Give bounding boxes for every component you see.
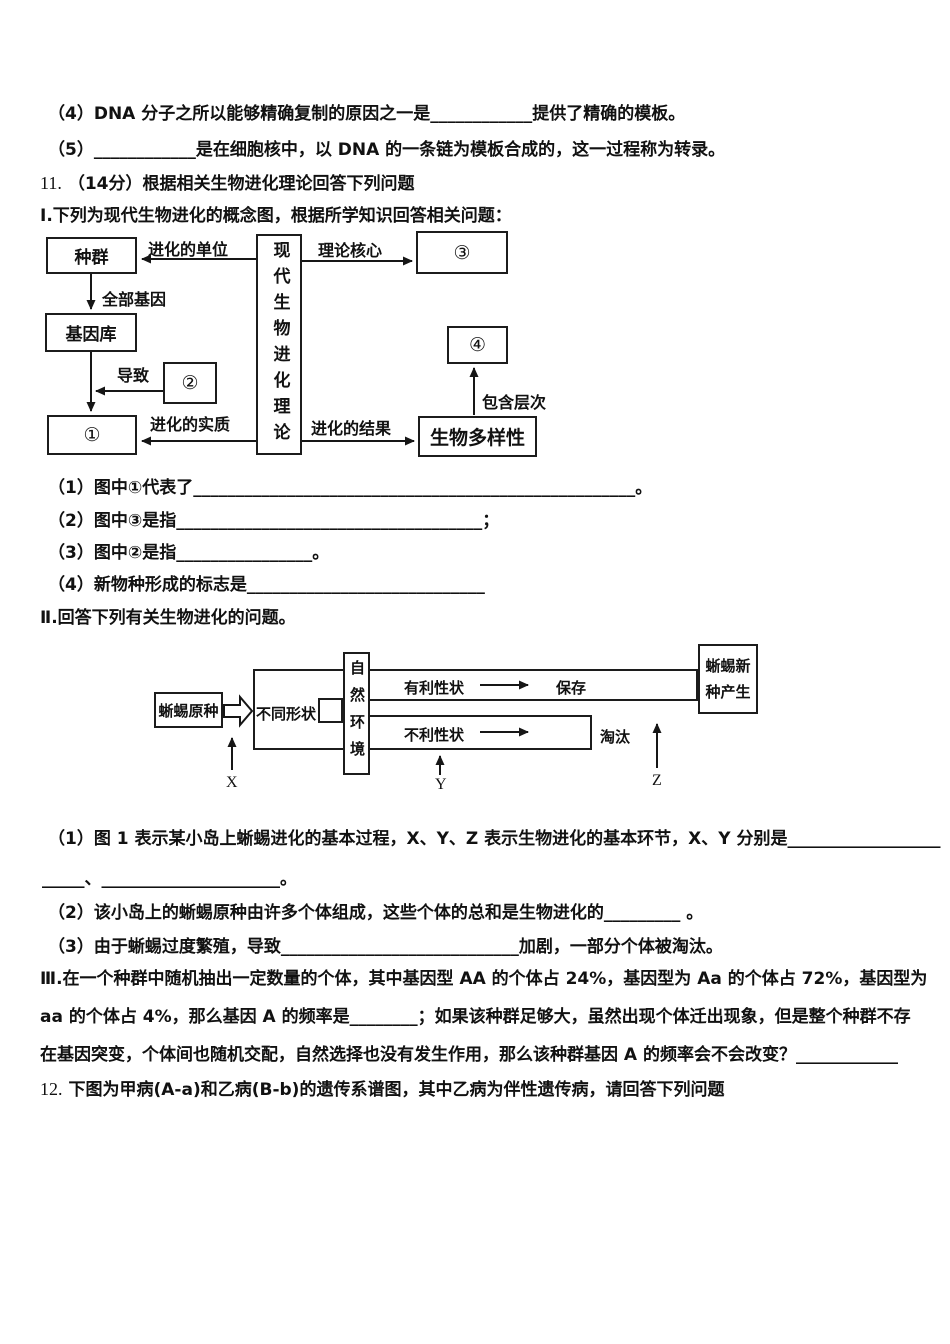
d2-box-new-species: 蜥蜴新 种产生 <box>698 644 758 714</box>
question-11-number: 11. <box>40 173 62 193</box>
d2-box-original-species: 蜥蜴原种 <box>154 692 223 728</box>
d1-box-biodiversity: 生物多样性 <box>418 416 537 457</box>
d1-box-blank-2: ② <box>163 362 217 404</box>
d1-box-population: 种群 <box>46 237 137 274</box>
part-3-line2: aa 的个体占 4%，那么基因 A 的频率是________；如果该种群足够大，… <box>40 1007 911 1027</box>
d2-label-favorable-traits: 有利性状 <box>404 679 465 697</box>
d2-question-2: （2）该小岛上的蜥蜴原种由许多个体组成，这些个体的总和是生物进化的_______… <box>48 903 704 923</box>
question-10-5: （5）____________是在细胞核中，以 DNA 的一条链为模板合成的，这… <box>48 140 726 160</box>
question-12-heading: 12.下图为甲病(A-a)和乙病(B-b)的遗传系谱图，其中乙病为伴性遗传病，请… <box>40 1078 724 1101</box>
d2-hollow-arrow <box>223 694 254 728</box>
part-3-line1: Ⅲ.在一个种群中随机抽出一定数量的个体，其中基因型 AA 的个体占 24%，基因… <box>40 969 928 989</box>
d1-label-theory-core: 理论核心 <box>318 241 383 260</box>
d1-question-1: （1）图中①代表了_______________________________… <box>48 478 653 498</box>
d2-label-preserved: 保存 <box>556 679 587 697</box>
d1-label-evolution-unit: 进化的单位 <box>148 240 229 259</box>
d2-label-y: Y <box>435 776 447 793</box>
d2-box-natural-environment: 自然环境 <box>343 652 370 775</box>
d1-label-contained-levels: 包含层次 <box>482 393 547 412</box>
d1-center-box-label: 现代生物进化理论 <box>269 240 290 449</box>
d2-label-z: Z <box>652 772 662 789</box>
d2-box-new-species-line2: 种产生 <box>705 683 751 701</box>
d2-box-new-species-line1: 蜥蜴新 <box>705 657 751 675</box>
d2-label-different-traits: 不同形状 <box>256 705 317 723</box>
d1-box-blank-3: ③ <box>416 231 508 274</box>
question-12-number: 12. <box>40 1079 63 1099</box>
d1-label-all-genes: 全部基因 <box>102 290 167 309</box>
d1-box-blank-1: ① <box>47 415 137 455</box>
d1-label-evolution-result: 进化的结果 <box>311 419 392 438</box>
question-12-text: 下图为甲病(A-a)和乙病(B-b)的遗传系谱图，其中乙病为伴性遗传病，请回答下… <box>68 1080 725 1100</box>
part-3-line3: 在基因突变，个体间也随机交配，自然选择也没有发生作用，那么该种群基因 A 的频率… <box>40 1045 898 1065</box>
d1-question-3: （3）图中②是指________________。 <box>48 543 330 563</box>
d2-rect-connector <box>318 698 343 723</box>
question-11-heading: 11.（14分）根据相关生物进化理论回答下列问题 <box>40 172 415 195</box>
d2-label-x: X <box>226 774 238 791</box>
d2-question-1-line1: （1）图 1 表示某小岛上蜥蜴进化的基本过程，X、Y、Z 表示生物进化的基本环节… <box>48 829 941 849</box>
d2-question-1-line2: _____、_____________________。 <box>42 869 297 889</box>
d1-label-cause: 导致 <box>117 366 150 385</box>
d2-band-favorable <box>367 669 698 701</box>
d1-question-2: （2）图中③是指________________________________… <box>48 511 500 531</box>
d2-label-unfavorable-traits: 不利性状 <box>404 726 465 744</box>
question-10-4: （4）DNA 分子之所以能够精确复制的原因之一是____________提供了精… <box>48 104 686 124</box>
d2-label-eliminated: 淘汰 <box>600 728 631 746</box>
part-2-heading: Ⅱ.回答下列有关生物进化的问题。 <box>40 608 296 628</box>
d2-box-natural-environment-label: 自然环境 <box>348 659 366 768</box>
part-1-heading: Ⅰ.下列为现代生物进化的概念图，根据所学知识回答相关问题： <box>40 206 512 226</box>
d1-label-evolution-essence: 进化的实质 <box>150 415 231 434</box>
d1-question-4: （4）新物种形成的标志是____________________________ <box>48 575 485 595</box>
d2-band-unfavorable <box>367 715 592 750</box>
question-11-text: （14分）根据相关生物进化理论回答下列问题 <box>67 174 415 194</box>
d2-question-3: （3）由于蜥蜴过度繁殖，导致__________________________… <box>48 937 723 957</box>
d1-center-box: 现代生物进化理论 <box>256 234 302 455</box>
d1-box-gene-pool: 基因库 <box>45 313 137 352</box>
d1-box-blank-4: ④ <box>447 326 508 364</box>
